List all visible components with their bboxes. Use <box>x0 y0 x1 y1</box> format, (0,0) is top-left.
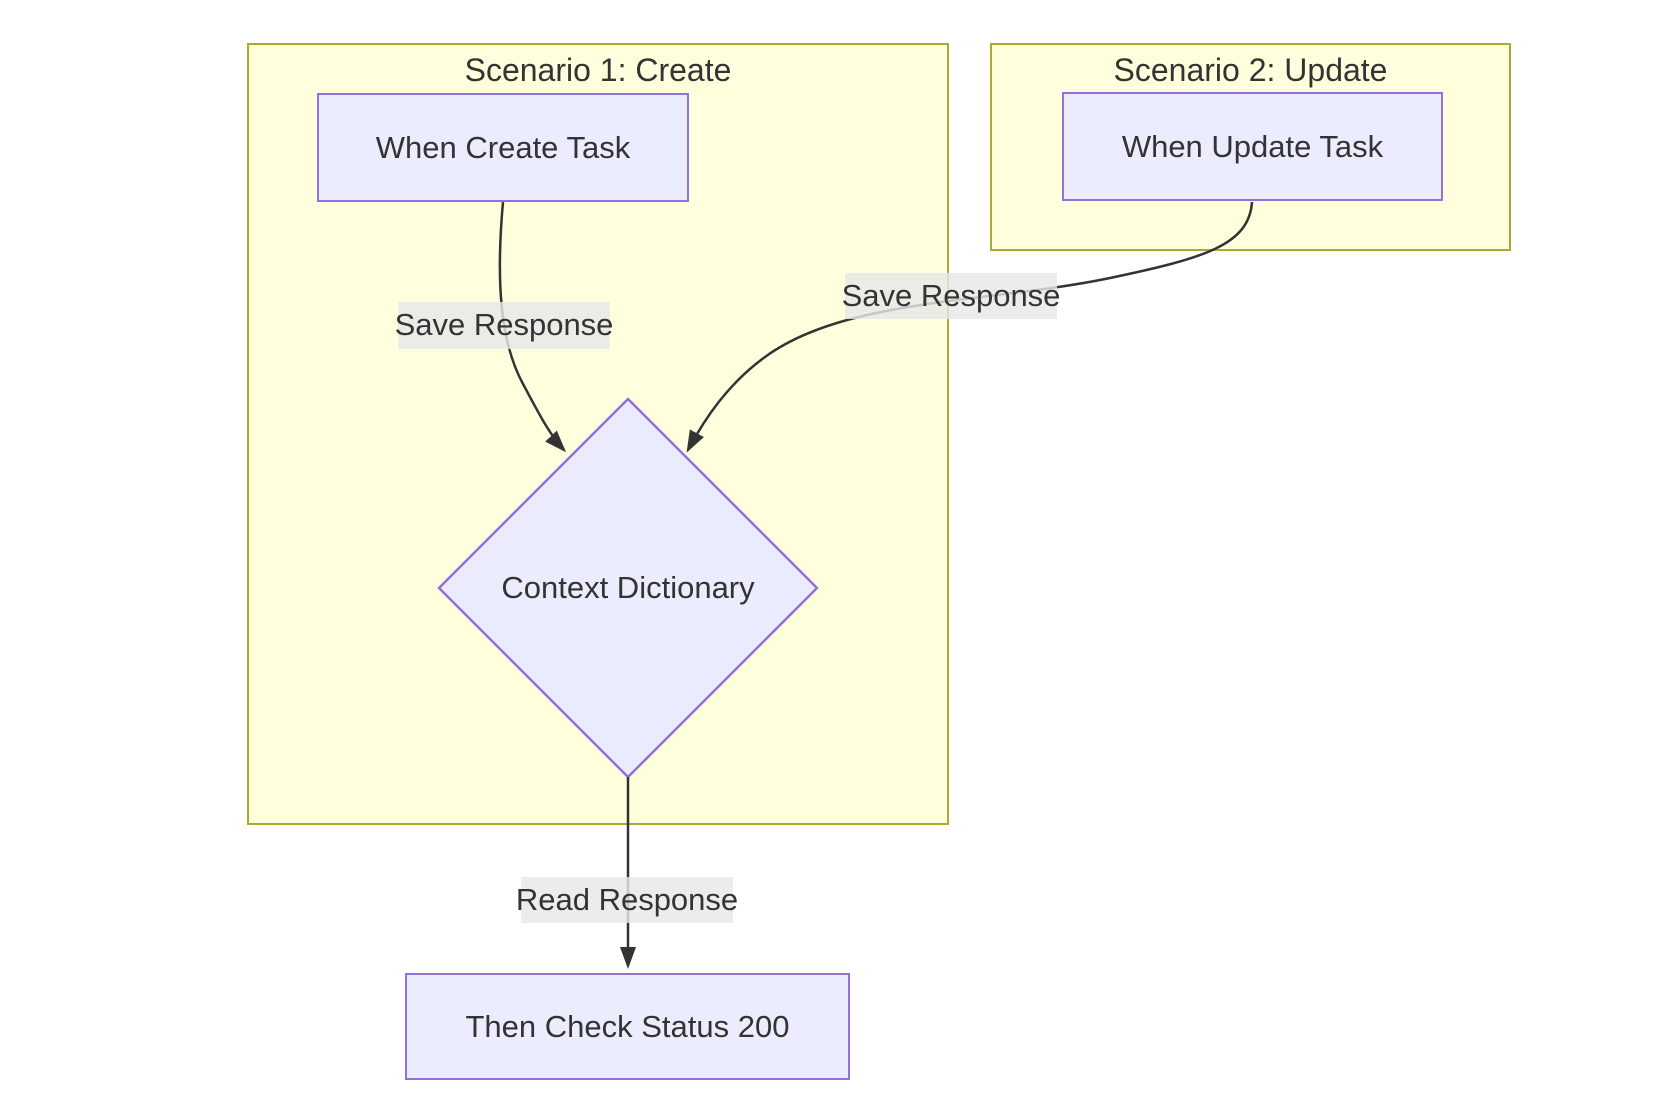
node-when-create-task-label: When Create Task <box>375 129 631 165</box>
edge-label-save-response-update: Save Response <box>842 273 1060 319</box>
node-context-dictionary-label: Context Dictionary <box>501 570 755 605</box>
node-then-check-status-200-label: Then Check Status 200 <box>465 1008 790 1044</box>
node-then-check-status-200: Then Check Status 200 <box>405 973 850 1080</box>
node-when-update-task: When Update Task <box>1062 92 1443 201</box>
node-when-create-task: When Create Task <box>317 93 689 202</box>
cluster-scenario-2-title: Scenario 2: Update <box>1113 52 1388 88</box>
cluster-scenario-1-title: Scenario 1: Create <box>464 52 732 88</box>
node-when-update-task-label: When Update Task <box>1121 128 1384 164</box>
edge-label-save-response-create: Save Response <box>395 302 613 349</box>
edge-label-read-response: Read Response <box>516 877 738 923</box>
